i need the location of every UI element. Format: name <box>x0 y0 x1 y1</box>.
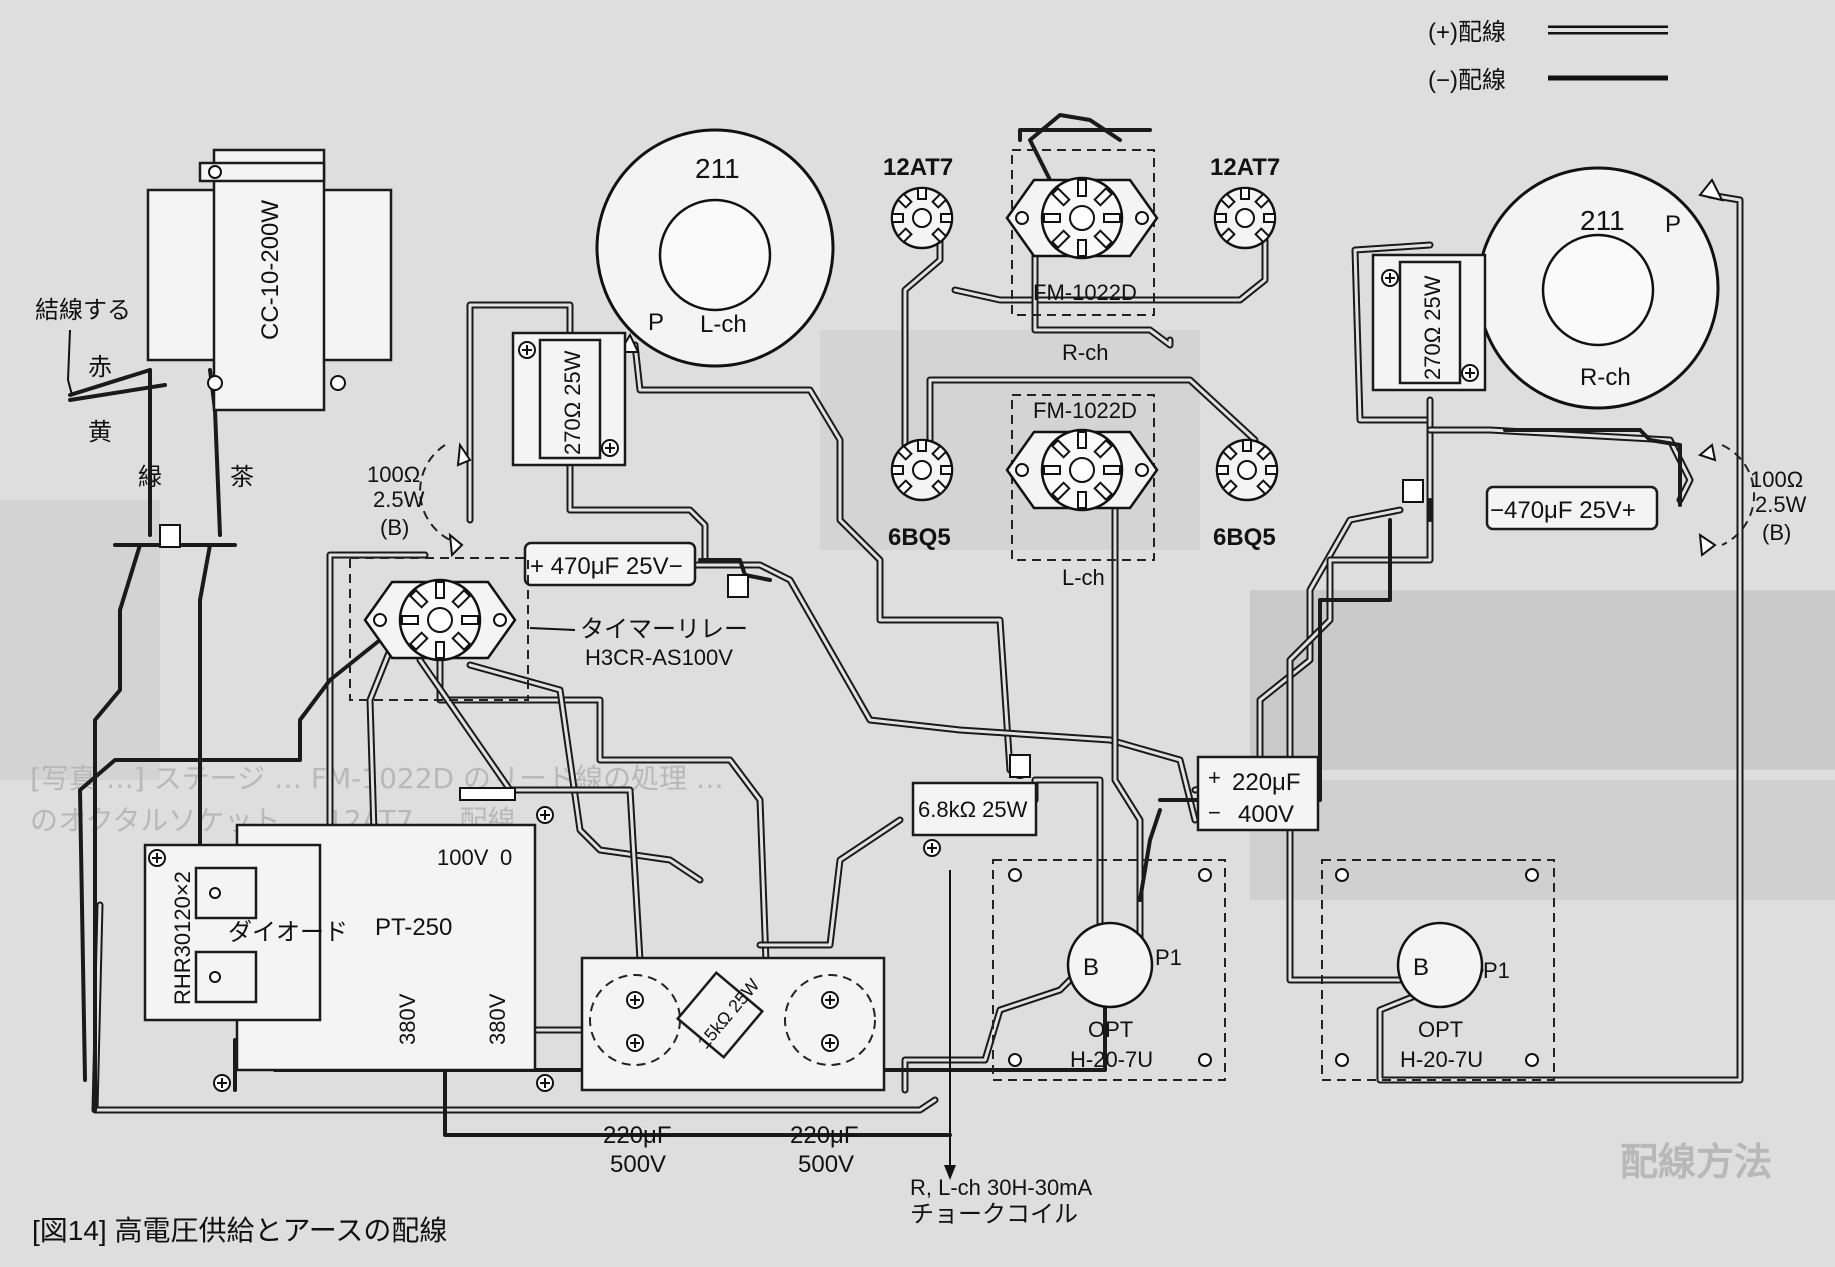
resistor-100-right-l3: (B) <box>1762 520 1791 545</box>
wire-green-label: 緑 <box>138 464 162 491</box>
knot-label: 結線する <box>35 297 131 324</box>
filter-board: 15kΩ 25W 220μF 500V 220μF 500V <box>580 956 886 1178</box>
resistor-100-left-l2: 2.5W <box>373 487 425 512</box>
pt250-100v: 100V <box>437 845 489 870</box>
opt-left-b: B <box>1083 954 1099 981</box>
diode-part-label: RHR30120×2 <box>170 871 195 1005</box>
resistor-6k8: 6.8kΩ 25W <box>911 761 1038 857</box>
opt-left-opt: OPT <box>1088 1017 1133 1042</box>
pt250-380v-1: 380V <box>395 993 420 1045</box>
cap-470-left: + 470μF 25V− <box>523 541 697 587</box>
pt250-0: 0 <box>500 845 512 870</box>
tube-211-left: 211 P L-ch <box>595 128 835 368</box>
cap-220-500-left-l2: 500V <box>610 1151 666 1178</box>
timer-relay-part: H3CR-AS100V <box>585 645 733 670</box>
tube-211-left-label: 211 <box>695 153 740 184</box>
timer-relay-name: タイマーリレー <box>580 616 748 643</box>
opt-right-b: B <box>1413 954 1429 981</box>
resistor-100-right-l1: 100Ω <box>1750 467 1803 492</box>
pt250-380v-2: 380V <box>485 993 510 1045</box>
resistor-270-right: 270Ω 25W <box>1371 253 1487 392</box>
fm1022d-lch-label: FM-1022D <box>1033 398 1137 423</box>
socket-12at7-left: 12AT7 <box>883 154 953 250</box>
opt-right-opt: OPT <box>1418 1017 1463 1042</box>
fm1022d-lch-ch: L-ch <box>1062 565 1105 590</box>
opt-left-p1: P1 <box>1155 945 1182 970</box>
figure-caption: [図14] 高電圧供給とアースの配線 <box>32 1215 447 1246</box>
resistor-100-left-l3: (B) <box>380 515 409 540</box>
socket-12at7-right: 12AT7 <box>1210 154 1280 250</box>
cap-220-400-minus: − <box>1208 800 1221 825</box>
fm1022d-rch: FM-1022D R-ch <box>1005 149 1159 365</box>
legend-negative-label: (−)配線 <box>1428 67 1506 94</box>
socket-6bq5-left-label: 6BQ5 <box>888 524 951 551</box>
resistor-270-right-label: 270Ω 25W <box>1420 275 1445 380</box>
opt-left-part: H-20-7U <box>1070 1047 1153 1072</box>
fm1022d-rch-label: FM-1022D <box>1033 280 1137 305</box>
resistor-270-left-label: 270Ω 25W <box>560 350 585 455</box>
power-transformer-pt250: RHR30120×2 ダイオード PT-250 100V 0 380V 380V <box>143 787 554 1092</box>
knot-arrow <box>66 329 73 396</box>
cap-220-400-plus: + <box>1208 765 1221 790</box>
choke-coil-l1: R, L-ch 30H-30mA <box>910 1175 1093 1200</box>
opt-right-part: H-20-7U <box>1400 1047 1483 1072</box>
cap-220-400-l1: 220μF <box>1232 769 1301 796</box>
cap-220-400-l2: 400V <box>1238 801 1294 828</box>
socket-6bq5-right-label: 6BQ5 <box>1213 524 1276 551</box>
wire-brown-label: 茶 <box>230 464 254 491</box>
resistor-100-left-l1: 100Ω <box>367 462 420 487</box>
socket-12at7-left-label: 12AT7 <box>883 154 953 181</box>
legend-positive-label: (+)配線 <box>1428 19 1506 46</box>
ghost-heading: 配線方法 <box>1620 1140 1772 1184</box>
fm1022d-rch-ch: R-ch <box>1062 340 1108 365</box>
wire-red-label: 赤 <box>88 354 112 381</box>
tube-211-right-ch: R-ch <box>1580 364 1631 391</box>
resistor-270-left: 270Ω 25W <box>511 331 627 467</box>
cap-220-500-right-l1: 220μF <box>790 1122 859 1149</box>
cap-220-400: + − 220μF 400V <box>1196 755 1320 832</box>
resistor-100-right: 100Ω 2.5W (B) <box>1697 443 1807 557</box>
tube-211-right-plate: P <box>1665 211 1681 238</box>
cap-470-right-label: −470μF 25V+ <box>1490 497 1636 524</box>
resistor-100-left: 100Ω 2.5W (B) <box>367 442 472 558</box>
fm1022d-lch: FM-1022D L-ch <box>1005 394 1159 590</box>
tube-211-right-label: 211 <box>1580 205 1625 236</box>
choke-transformer-label: CC-10-200W <box>257 200 284 340</box>
legend: (+)配線 (−)配線 <box>1428 19 1668 94</box>
socket-12at7-right-label: 12AT7 <box>1210 154 1280 181</box>
cap-220-500-left-l1: 220μF <box>603 1122 672 1149</box>
opt-left: B P1 OPT H-20-7U <box>992 859 1226 1081</box>
timer-relay: タイマーリレー H3CR-AS100V <box>349 557 748 701</box>
tube-211-left-plate: P <box>648 309 664 336</box>
opt-right: B P1 OPT H-20-7U <box>1321 859 1555 1081</box>
wire-yellow-label: 黄 <box>88 419 112 446</box>
choke-transformer: CC-10-200W <box>146 148 393 412</box>
terminal-lugs <box>159 479 1424 778</box>
resistor-100-right-l2: 2.5W <box>1755 492 1807 517</box>
socket-6bq5-left: 6BQ5 <box>888 438 954 551</box>
resistor-6k8-label: 6.8kΩ 25W <box>918 797 1028 822</box>
cap-470-left-label: + 470μF 25V− <box>530 553 683 580</box>
socket-6bq5-right: 6BQ5 <box>1213 438 1279 551</box>
cap-220-500-right-l2: 500V <box>798 1151 854 1178</box>
choke-coil-l2: チョークコイル <box>910 1201 1078 1228</box>
tube-211-right: 211 P R-ch <box>1476 166 1724 410</box>
tube-211-left-ch: L-ch <box>700 311 747 338</box>
diode-name-label: ダイオード <box>228 919 348 946</box>
opt-right-p1: P1 <box>1483 958 1510 983</box>
cap-470-right: −470μF 25V+ <box>1485 485 1659 531</box>
pt250-label: PT-250 <box>375 914 452 941</box>
choke-coil: R, L-ch 30H-30mA チョークコイル <box>910 870 1093 1228</box>
